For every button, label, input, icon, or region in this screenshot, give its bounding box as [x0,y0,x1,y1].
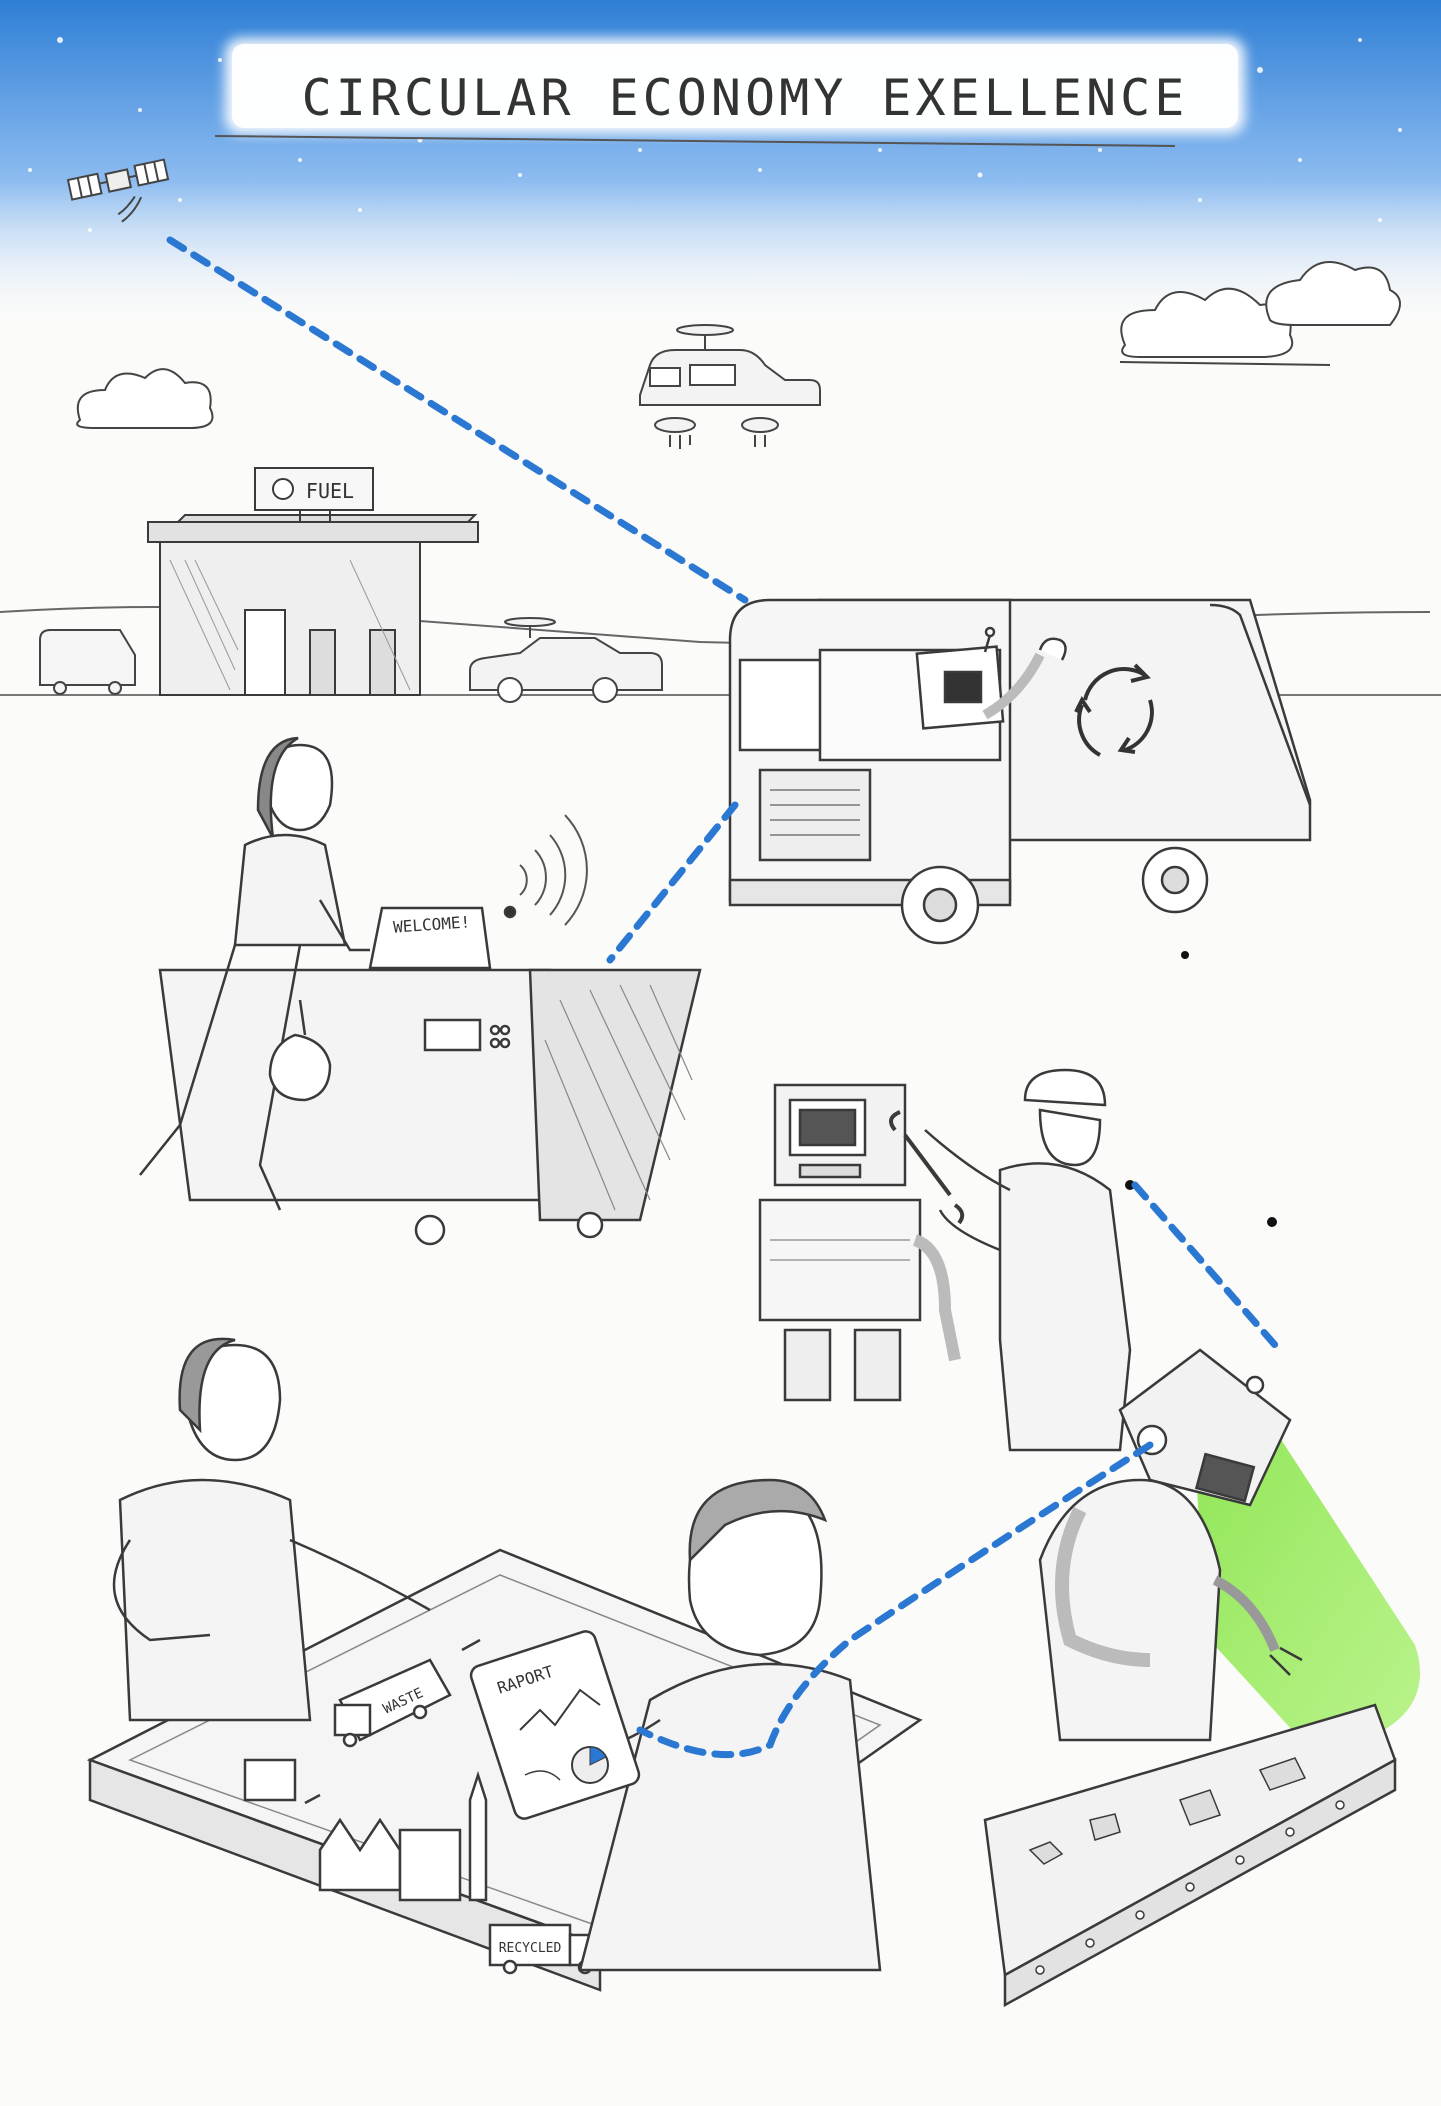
small-van [39,629,136,695]
service-robot [758,1083,961,1402]
stars [28,37,1402,232]
satellite-to-truck-link [166,236,749,604]
fuel-sign-label: FUEL [306,479,354,503]
man-with-tablet [559,1478,882,1972]
worker-to-sorter-link [1131,1181,1279,1349]
data-links [166,236,1279,1759]
marker-dots [1125,951,1277,1227]
satellite-icon [66,158,170,223]
conveyor-belt [983,1703,1397,2008]
maintenance-worker [889,1068,1132,1452]
clouds [76,261,1401,429]
fuel-station [147,467,479,696]
sky [0,0,1441,330]
recycle-icon [1074,663,1154,757]
woman-depositing-waste [139,736,370,1211]
parked-car [469,617,663,703]
woman-at-table [112,1337,431,1722]
smart-bin [158,814,702,1246]
sorting-robot [1038,1348,1303,1742]
flying-car [639,324,821,449]
sorter-to-tablet-link [636,1441,1154,1759]
report-tablet [469,1630,641,1820]
truck-to-bin-link [606,801,739,964]
garbage-truck [728,598,1312,945]
recycled-truck-label: RECYCLED [499,1941,562,1956]
poster-title: CIRCULAR ECONOMY EXELLENCE [302,69,1189,127]
